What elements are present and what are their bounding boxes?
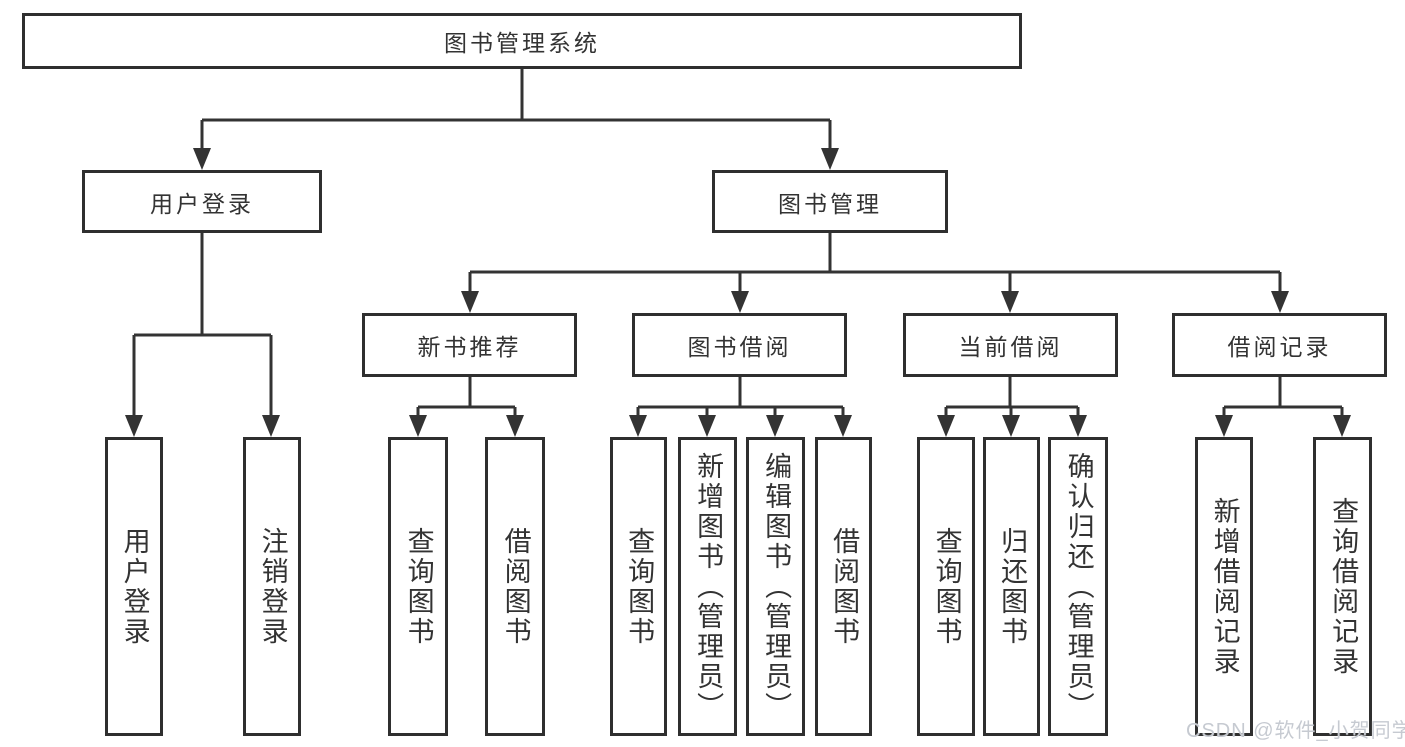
node-new-book-recommendation: 新书推荐: [362, 313, 577, 377]
arrow-down-icon: [731, 291, 749, 313]
leaf-borrow-books: 借阅图书: [815, 437, 872, 736]
arrow-down-icon: [1333, 415, 1351, 437]
arrow-down-icon: [1215, 415, 1233, 437]
arrow-down-icon: [766, 415, 784, 437]
arrow-down-icon: [1069, 415, 1087, 437]
node-label: 借阅图书: [829, 526, 860, 647]
node-book-borrowing: 图书借阅: [632, 313, 847, 377]
node-label: 新书推荐: [417, 334, 522, 360]
leaf-logout: 注销登录: [243, 437, 301, 736]
arrow-down-icon: [1001, 291, 1019, 313]
arrow-down-icon: [461, 291, 479, 313]
node-label: 借阅图书: [500, 526, 531, 647]
node-book-management: 图书管理: [712, 170, 948, 233]
leaf-confirm-return-admin: 确认归还（管理员）: [1048, 437, 1108, 736]
node-label: 查询图书: [403, 526, 434, 647]
connector-currentborrow-to-leaves: [944, 377, 1080, 416]
leaf-add-borrow-record: 新增借阅记录: [1195, 437, 1253, 736]
node-label: 编辑图书（管理员）: [761, 451, 792, 722]
connector-bookmgmt-to-level3: [468, 233, 1282, 292]
connector-bookborrow-to-leaves: [636, 377, 845, 416]
arrow-down-icon: [409, 415, 427, 437]
arrow-down-icon: [698, 415, 716, 437]
arrow-down-icon: [193, 148, 211, 170]
arrow-down-icon: [834, 415, 852, 437]
node-label: 注销登录: [257, 526, 288, 647]
connector-userlogin-to-leaves: [132, 233, 273, 416]
leaf-query-books: 查询图书: [388, 437, 448, 736]
node-label: 当前借阅: [958, 334, 1063, 360]
node-label: 确认归还（管理员）: [1063, 451, 1094, 722]
arrow-down-icon: [262, 415, 280, 437]
arrow-down-icon: [629, 415, 647, 437]
arrow-down-icon: [1002, 415, 1020, 437]
leaf-edit-books-admin: 编辑图书（管理员）: [746, 437, 805, 736]
csdn-watermark: CSDN @软件_小贺同学: [1186, 720, 1405, 742]
leaf-user-login: 用户登录: [105, 437, 163, 736]
node-label: 归还图书: [997, 526, 1028, 647]
connector-root-to-level2: [200, 69, 832, 150]
connector-newbook-to-leaves: [416, 377, 517, 416]
node-label: 查询图书: [624, 526, 655, 647]
node-label: 用户登录: [119, 526, 150, 647]
node-label: 用户登录: [150, 190, 254, 217]
node-label: 图书管理系统: [444, 30, 600, 56]
node-label: 图书管理: [778, 190, 882, 217]
leaf-borrow-books: 借阅图书: [485, 437, 545, 736]
node-label: 查询图书: [931, 526, 962, 647]
node-user-login: 用户登录: [82, 170, 322, 233]
arrow-down-icon: [937, 415, 955, 437]
leaf-query-books: 查询图书: [917, 437, 975, 736]
arrow-down-icon: [125, 415, 143, 437]
leaf-add-books-admin: 新增图书（管理员）: [678, 437, 737, 736]
node-label: 借阅记录: [1227, 334, 1332, 360]
arrow-down-icon: [821, 148, 839, 170]
arrow-down-icon: [1271, 291, 1289, 313]
leaf-return-books: 归还图书: [983, 437, 1040, 736]
node-label: 查询借阅记录: [1328, 496, 1359, 677]
arrow-down-icon: [506, 415, 524, 437]
node-label: 图书借阅: [687, 334, 792, 360]
node-borrowing-records: 借阅记录: [1172, 313, 1387, 377]
node-library-management-system: 图书管理系统: [22, 13, 1022, 69]
node-label: 新增借阅记录: [1209, 496, 1240, 677]
connector-records-to-leaves: [1222, 377, 1344, 416]
leaf-query-books: 查询图书: [610, 437, 667, 736]
node-current-borrowing: 当前借阅: [903, 313, 1118, 377]
leaf-query-borrow-record: 查询借阅记录: [1313, 437, 1372, 736]
node-label: 新增图书（管理员）: [693, 451, 724, 722]
